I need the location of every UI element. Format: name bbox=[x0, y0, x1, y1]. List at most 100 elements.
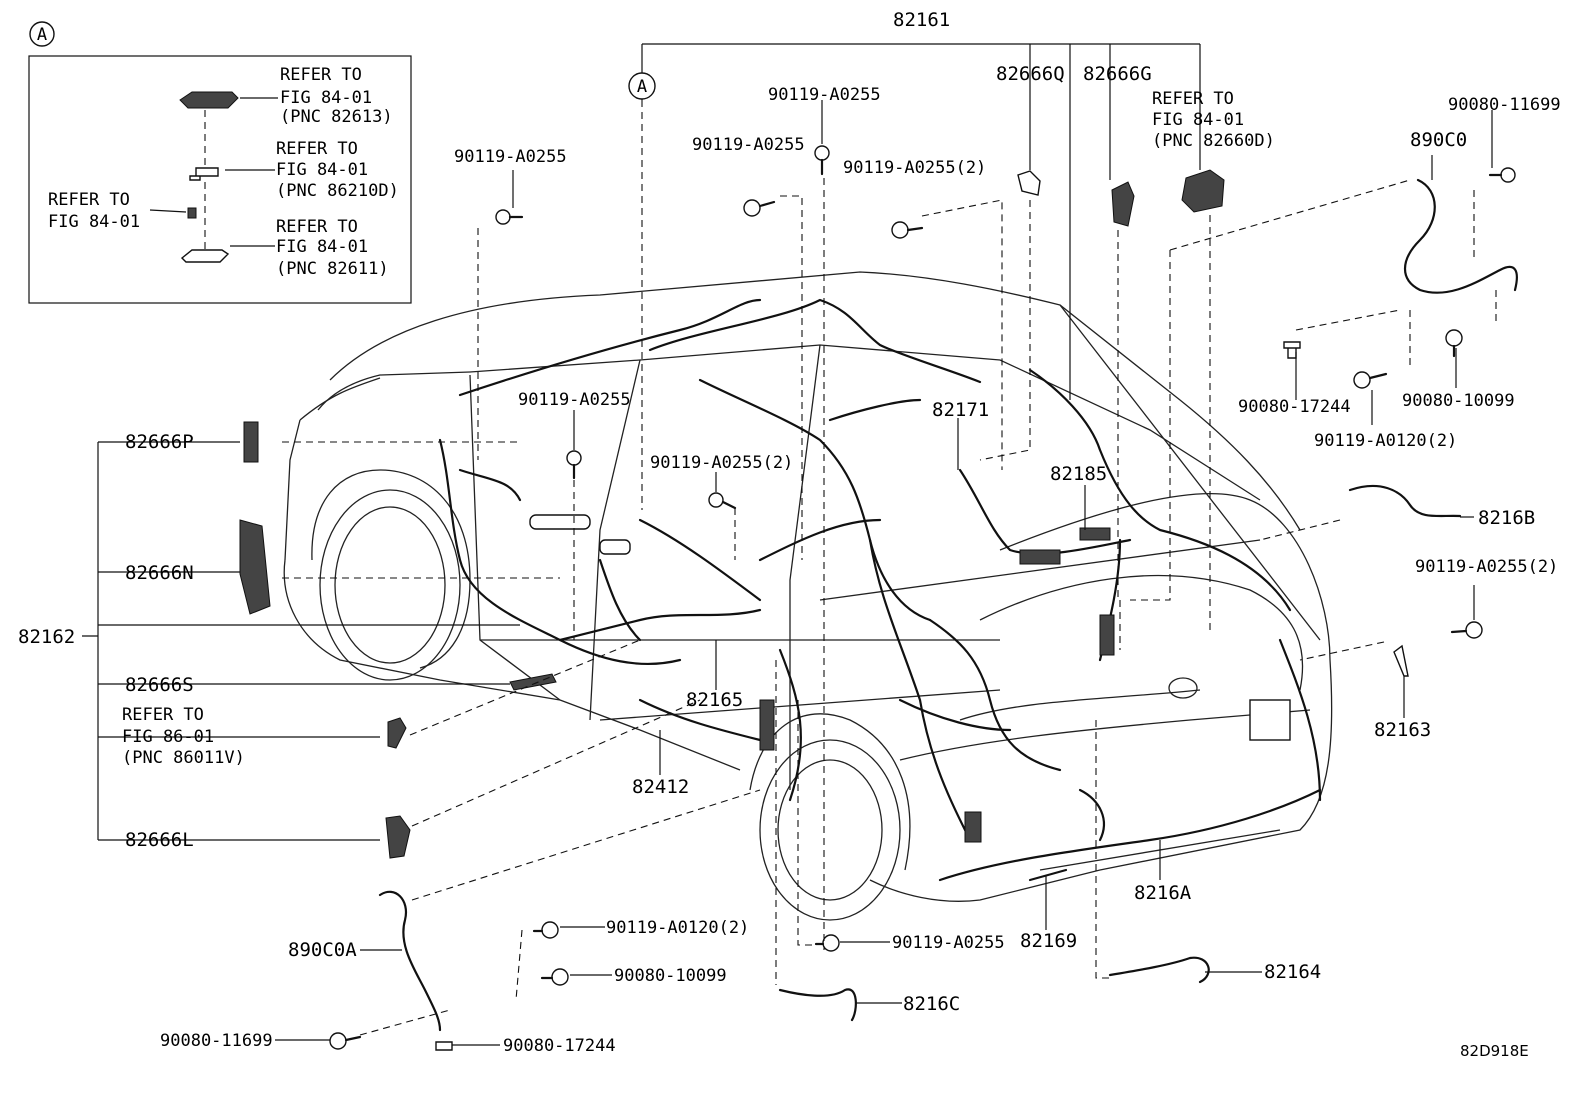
label-82666n: 82666N bbox=[125, 562, 194, 584]
bolt-icon bbox=[1353, 371, 1388, 389]
label-8216b: 8216B bbox=[1478, 507, 1535, 529]
protector-82666p bbox=[243, 421, 259, 463]
inset-marker-label: A bbox=[37, 25, 47, 45]
label-82666l: 82666L bbox=[125, 829, 194, 851]
reference-marker-a-label: A bbox=[637, 77, 647, 97]
harness-82164 bbox=[1108, 956, 1210, 984]
label-890c0: 890C0 bbox=[1410, 129, 1467, 151]
label-82162: 82162 bbox=[18, 626, 75, 648]
label-90119-a0255-top: 90119-A0255 bbox=[768, 85, 881, 105]
label-82163: 82163 bbox=[1374, 719, 1431, 741]
small-parts bbox=[239, 145, 1518, 1051]
bolt-icon bbox=[743, 199, 776, 217]
inset-item-4-line-3: (PNC 82611) bbox=[276, 259, 389, 279]
wire-harness bbox=[438, 298, 1322, 882]
bolt-icon bbox=[532, 921, 559, 939]
bolt-icon bbox=[708, 492, 737, 510]
label-8216a: 8216A bbox=[1134, 882, 1192, 904]
label-90080-17244-right: 90080-17244 bbox=[1238, 397, 1351, 417]
bolt-icon bbox=[814, 145, 830, 176]
label-82164: 82164 bbox=[1264, 961, 1321, 983]
label-82666s: 82666S bbox=[125, 674, 194, 696]
inset-item-2-line-1: REFER TO bbox=[276, 139, 358, 159]
sensor-86011v bbox=[387, 717, 407, 749]
clamp-82666s bbox=[509, 673, 557, 691]
harness-82169 bbox=[1028, 868, 1068, 882]
clip-icon bbox=[435, 1041, 453, 1051]
label-82169: 82169 bbox=[1020, 930, 1077, 952]
figure-code: 82D918E bbox=[1460, 1042, 1529, 1060]
bolt-icon bbox=[540, 968, 569, 986]
inset-item-4-line-1: REFER TO bbox=[276, 217, 358, 237]
label-82165: 82165 bbox=[686, 689, 743, 711]
label-90119-a0255-mid: 90119-A0255 bbox=[692, 135, 805, 155]
bolt-icon bbox=[1488, 167, 1516, 183]
label-90119-a0255-2-right: 90119-A0255(2) bbox=[1415, 557, 1558, 577]
inset-item-2-line-2: FIG 84-01 bbox=[276, 160, 368, 180]
label-890c0a: 890C0A bbox=[288, 939, 357, 961]
label-86011v-line-2: FIG 86-01 bbox=[122, 727, 214, 747]
reference-marker-a bbox=[628, 72, 656, 100]
inset-item-2-line-3: (PNC 86210D) bbox=[276, 181, 399, 201]
inset-part-82613 bbox=[179, 91, 239, 109]
label-82171: 82171 bbox=[932, 399, 989, 421]
label-82666q: 82666Q bbox=[996, 63, 1065, 85]
bolt-icon bbox=[1450, 621, 1483, 639]
inset-panel: A REFER TO FIG 84-01 (PNC 82613) REFER T… bbox=[28, 21, 412, 304]
inset-part-86210d bbox=[189, 167, 219, 181]
label-90119-a0255-left: 90119-A0255 bbox=[454, 147, 567, 167]
clip-icon bbox=[1283, 341, 1301, 359]
harness-8216c bbox=[778, 988, 857, 1022]
callout-leaders bbox=[82, 43, 1493, 1046]
harness-890c0 bbox=[1404, 178, 1518, 294]
harness-890c0a bbox=[378, 890, 442, 1032]
label-82161: 82161 bbox=[893, 9, 950, 31]
label-90119-a0120-2-bottom: 90119-A0120(2) bbox=[606, 918, 749, 938]
label-82412: 82412 bbox=[632, 776, 689, 798]
label-86011v-line-3: (PNC 86011V) bbox=[122, 748, 245, 768]
bracket-82666q bbox=[1017, 170, 1041, 196]
inset-item-3-line-2: FIG 84-01 bbox=[48, 212, 140, 232]
protector-82666l bbox=[385, 815, 411, 859]
inset-item-1-line-1: REFER TO bbox=[280, 65, 362, 85]
label-90080-10099-bottom: 90080-10099 bbox=[614, 966, 727, 986]
label-90119-a0255-bottom: 90119-A0255 bbox=[892, 933, 1005, 953]
module-82660d bbox=[1181, 169, 1225, 213]
dashed-reference-lines bbox=[282, 100, 1497, 1036]
label-82666p: 82666P bbox=[125, 431, 194, 453]
harness-8216b bbox=[1348, 485, 1462, 518]
label-82660d-line-3: (PNC 82660D) bbox=[1152, 131, 1275, 151]
protector-82666n bbox=[239, 519, 271, 615]
bracket-82666g bbox=[1111, 181, 1135, 227]
label-90119-a0255-2-center: 90119-A0255(2) bbox=[650, 453, 793, 473]
label-82185: 82185 bbox=[1050, 463, 1107, 485]
label-86011v-line-1: REFER TO bbox=[122, 705, 204, 725]
label-90119-a0120-2-right: 90119-A0120(2) bbox=[1314, 431, 1457, 451]
label-82660d-line-1: REFER TO bbox=[1152, 89, 1234, 109]
inset-item-1-line-3: (PNC 82613) bbox=[280, 107, 393, 127]
inset-bolt bbox=[187, 207, 197, 219]
wire-82163 bbox=[1393, 644, 1409, 677]
label-90080-11699-top: 90080-11699 bbox=[1448, 95, 1561, 115]
inset-item-1-line-2: FIG 84-01 bbox=[280, 88, 372, 108]
label-90080-11699-bottom: 90080-11699 bbox=[160, 1031, 273, 1051]
inset-item-3-line-1: REFER TO bbox=[48, 190, 130, 210]
bolt-icon bbox=[1445, 329, 1463, 358]
inset-marker-circle bbox=[29, 21, 55, 47]
label-90080-10099-right: 90080-10099 bbox=[1402, 391, 1515, 411]
inset-part-82611 bbox=[180, 249, 230, 263]
label-90119-a0255-center: 90119-A0255 bbox=[518, 390, 631, 410]
label-82660d-line-2: FIG 84-01 bbox=[1152, 110, 1244, 130]
bolt-icon bbox=[891, 221, 924, 239]
inset-frame bbox=[28, 55, 412, 304]
callout-labels: 82161 82666Q 82666G REFER TO FIG 84-01 (… bbox=[18, 9, 1561, 1060]
label-8216c: 8216C bbox=[903, 993, 960, 1015]
label-90119-a0255-2-top: 90119-A0255(2) bbox=[843, 158, 986, 178]
inset-item-4-line-2: FIG 84-01 bbox=[276, 237, 368, 257]
bolt-icon bbox=[814, 934, 840, 952]
bolt-icon bbox=[495, 209, 524, 225]
bolt-icon bbox=[329, 1032, 362, 1050]
bolt-icon bbox=[566, 450, 582, 480]
